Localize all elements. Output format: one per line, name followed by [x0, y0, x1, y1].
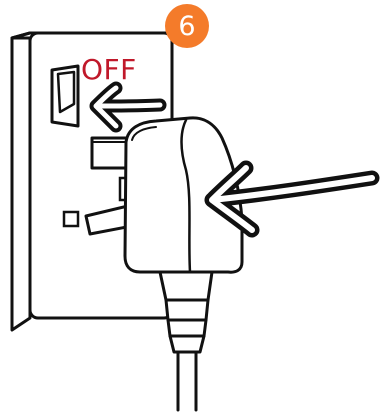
- rocker-switch: [52, 66, 78, 126]
- power-cable: [160, 272, 212, 410]
- switch-rocker: [58, 72, 74, 112]
- switch-off-label: OFF: [81, 56, 137, 84]
- strain-relief-ring-2: [168, 320, 206, 336]
- strain-relief-ring-3: [170, 336, 204, 352]
- unplug-arrow: [212, 168, 372, 230]
- strain-relief-ring-1: [166, 300, 208, 320]
- socket-plate-side: [12, 33, 30, 330]
- cable: [178, 352, 196, 410]
- strain-relief-top: [160, 272, 212, 300]
- step-number-badge: 6: [165, 4, 209, 48]
- socket-hole: [64, 212, 78, 226]
